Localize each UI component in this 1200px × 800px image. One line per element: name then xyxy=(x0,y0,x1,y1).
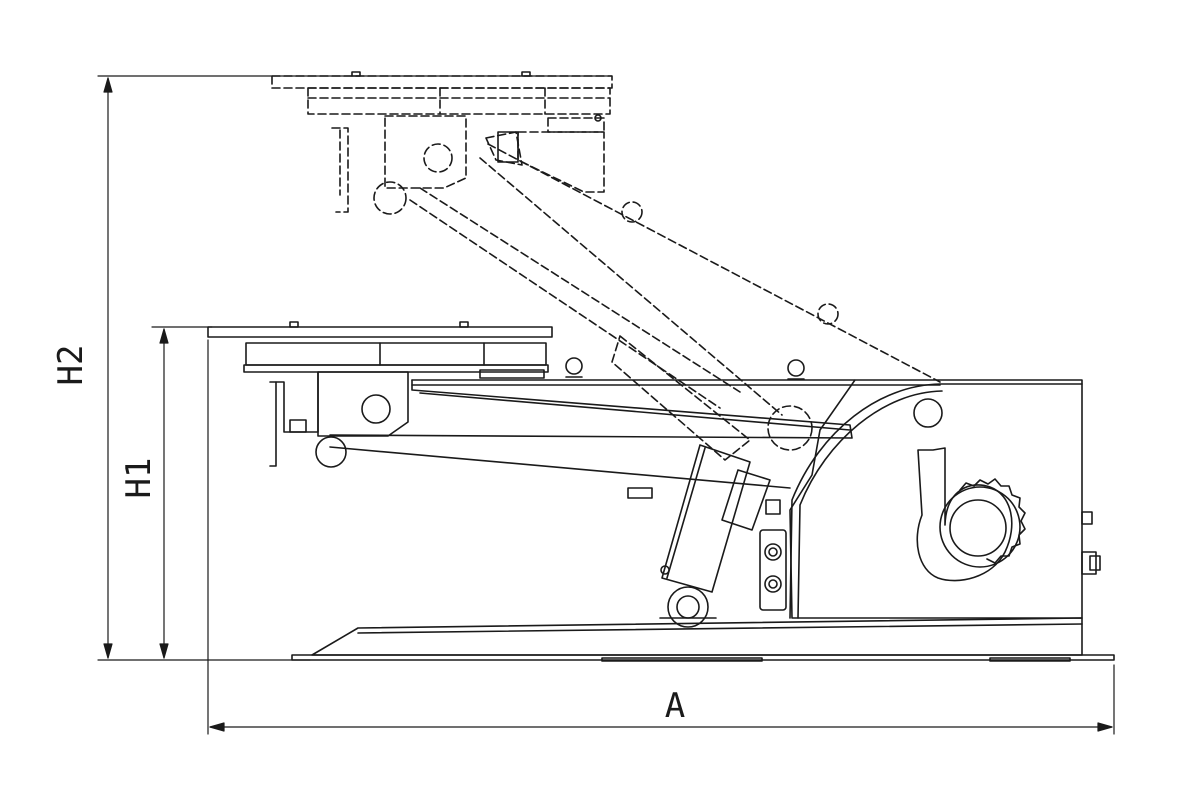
gear-icon xyxy=(939,478,1026,568)
turntable-upper-dashed xyxy=(271,75,941,461)
dimension-a xyxy=(207,339,1115,735)
control-panel xyxy=(759,529,787,611)
dimension-h1 xyxy=(151,326,213,659)
dimension-a-label: A xyxy=(665,686,685,726)
control-knob-icon xyxy=(764,543,782,561)
lift-cylinder xyxy=(627,444,781,628)
turntable-lower xyxy=(207,321,805,468)
main-housing xyxy=(411,379,1101,619)
dimension-h1-label: H1 xyxy=(119,458,159,499)
dimension-h2 xyxy=(97,75,613,661)
pivot-hole-icon xyxy=(913,398,943,428)
base-plate xyxy=(291,617,1115,662)
dimension-h2-label: H2 xyxy=(51,345,91,386)
brand-logo-icon xyxy=(916,447,1013,582)
turntable-upper-details xyxy=(351,71,602,163)
control-knob-icon xyxy=(764,575,782,593)
tilt-arm-lower xyxy=(329,379,853,489)
cylinder-mount-icon xyxy=(667,586,709,628)
